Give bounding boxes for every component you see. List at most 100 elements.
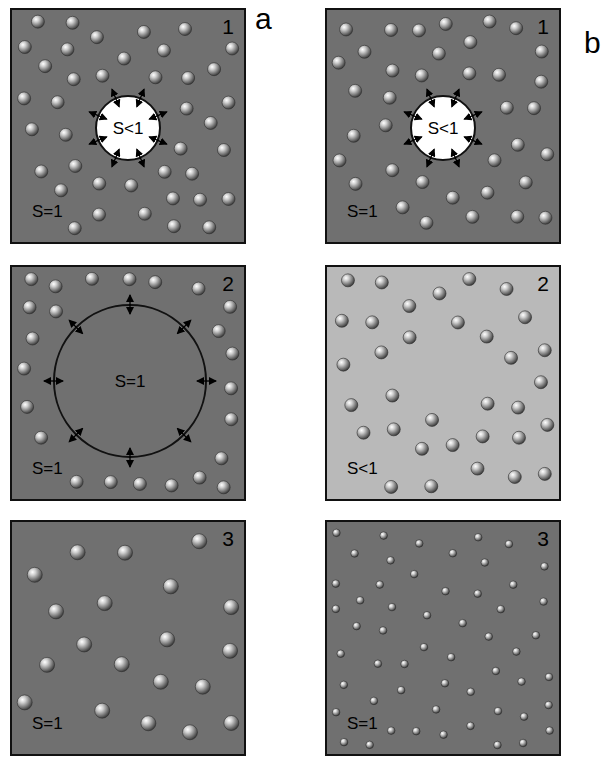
flux-arrow — [129, 448, 130, 467]
particle — [114, 657, 129, 672]
flux-arrow — [112, 89, 119, 107]
particle — [332, 56, 345, 69]
saturation-label: S<1 — [428, 120, 459, 137]
particle — [351, 550, 359, 558]
particle — [412, 24, 425, 37]
particle — [95, 703, 110, 718]
flux-arrow — [197, 380, 216, 381]
particle — [476, 430, 489, 443]
particle — [27, 567, 42, 582]
panel-number: 3 — [537, 528, 549, 549]
flux-arrow — [89, 137, 107, 144]
particle — [21, 400, 34, 413]
particle — [332, 605, 340, 613]
particle — [66, 16, 79, 29]
particle — [467, 688, 475, 696]
flux-arrow — [177, 320, 190, 333]
particle — [494, 707, 502, 715]
particle — [349, 84, 362, 97]
panel-number: 1 — [537, 16, 549, 37]
particle — [182, 725, 197, 740]
particle — [166, 192, 179, 205]
particle — [138, 207, 151, 220]
particle — [532, 631, 540, 639]
panel: 3S=1 — [10, 520, 246, 756]
particle — [141, 716, 156, 731]
flux-arrow — [464, 112, 482, 119]
flux-arrow — [129, 295, 130, 314]
particle — [345, 399, 358, 412]
particle — [512, 431, 525, 444]
particle — [31, 15, 44, 28]
particle — [349, 177, 362, 190]
particle — [204, 116, 217, 129]
particle — [153, 674, 168, 689]
particle — [26, 332, 39, 345]
particle — [55, 184, 68, 197]
bubble-circle: S<1 — [397, 82, 489, 174]
flux-arrow — [404, 137, 422, 144]
particle — [366, 741, 374, 749]
flux-arrow — [149, 112, 167, 119]
particle — [370, 697, 378, 705]
panel-number: 2 — [222, 273, 234, 294]
particle — [356, 597, 364, 605]
panel: 3S=1 — [325, 520, 561, 756]
flux-arrow — [149, 137, 167, 144]
particle — [160, 632, 175, 647]
particle — [481, 186, 494, 199]
particle — [510, 22, 523, 35]
particle — [49, 280, 62, 293]
panel-letter: b — [584, 28, 601, 58]
particle — [25, 123, 38, 136]
particle — [163, 579, 178, 594]
particle — [538, 467, 551, 480]
particle — [463, 273, 476, 286]
particle — [93, 208, 106, 221]
particle — [433, 287, 446, 300]
particle — [69, 160, 82, 173]
particle — [332, 708, 340, 716]
particle — [366, 316, 379, 329]
particle — [61, 43, 74, 56]
particle — [439, 18, 452, 31]
bubble-boundary — [411, 96, 475, 160]
particle — [40, 657, 55, 672]
particle — [18, 362, 31, 375]
panel-number: 3 — [222, 528, 234, 549]
particle — [412, 727, 420, 735]
particle — [195, 679, 210, 694]
particle — [483, 15, 496, 28]
particle — [425, 480, 438, 493]
particle — [165, 479, 178, 492]
particle — [340, 23, 353, 36]
particle — [546, 727, 554, 735]
particle — [485, 633, 493, 641]
particle — [133, 478, 146, 491]
particle — [186, 167, 199, 180]
particle — [441, 679, 449, 687]
particle — [538, 344, 551, 357]
particle — [380, 532, 388, 540]
particle — [403, 331, 416, 344]
particle — [212, 325, 225, 338]
particle — [337, 650, 345, 658]
particle — [471, 462, 484, 475]
flux-arrow — [464, 137, 482, 144]
particle — [226, 42, 239, 55]
particle — [193, 471, 206, 484]
particle — [49, 604, 64, 619]
particle — [540, 598, 548, 606]
particle — [420, 643, 428, 651]
particle — [545, 673, 553, 681]
particle — [426, 413, 439, 426]
flux-arrow — [404, 112, 422, 119]
particle — [508, 471, 521, 484]
particle — [383, 91, 396, 104]
bubble-circle: S=1 — [40, 291, 220, 471]
particle — [488, 154, 501, 167]
particle — [123, 273, 136, 286]
flux-arrow — [427, 89, 434, 107]
particle — [415, 442, 428, 455]
flux-arrow — [44, 380, 63, 381]
